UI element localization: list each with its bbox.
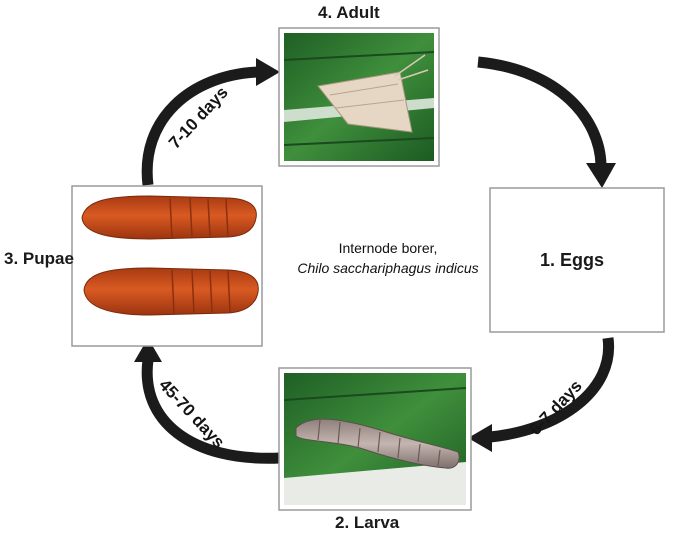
eggs-box: [489, 187, 665, 333]
stage-label-adult: 4. Adult: [318, 3, 380, 22]
larva-photo: [278, 367, 472, 511]
moth-icon: [317, 54, 429, 133]
caterpillar-icon: [295, 418, 460, 469]
common-name: Internode borer,: [338, 240, 438, 256]
stage-label-larva: 2. Larva: [335, 513, 400, 532]
arrow-larva-to-pupae: [134, 338, 281, 464]
arrow-adult-to-eggs: [477, 56, 616, 188]
species-caption: Internode borer, Chilo sacchariphagus in…: [268, 238, 508, 278]
stage-label-eggs: 1. Eggs: [540, 250, 605, 270]
scientific-name: Chilo sacchariphagus indicus: [297, 260, 479, 276]
pupae-photo: [71, 185, 263, 347]
adult-photo: [278, 27, 440, 167]
stage-label-pupae: 3. Pupae: [4, 249, 74, 268]
arrow-pupae-to-adult: [141, 58, 280, 186]
arrow-eggs-to-larva: [468, 337, 615, 452]
